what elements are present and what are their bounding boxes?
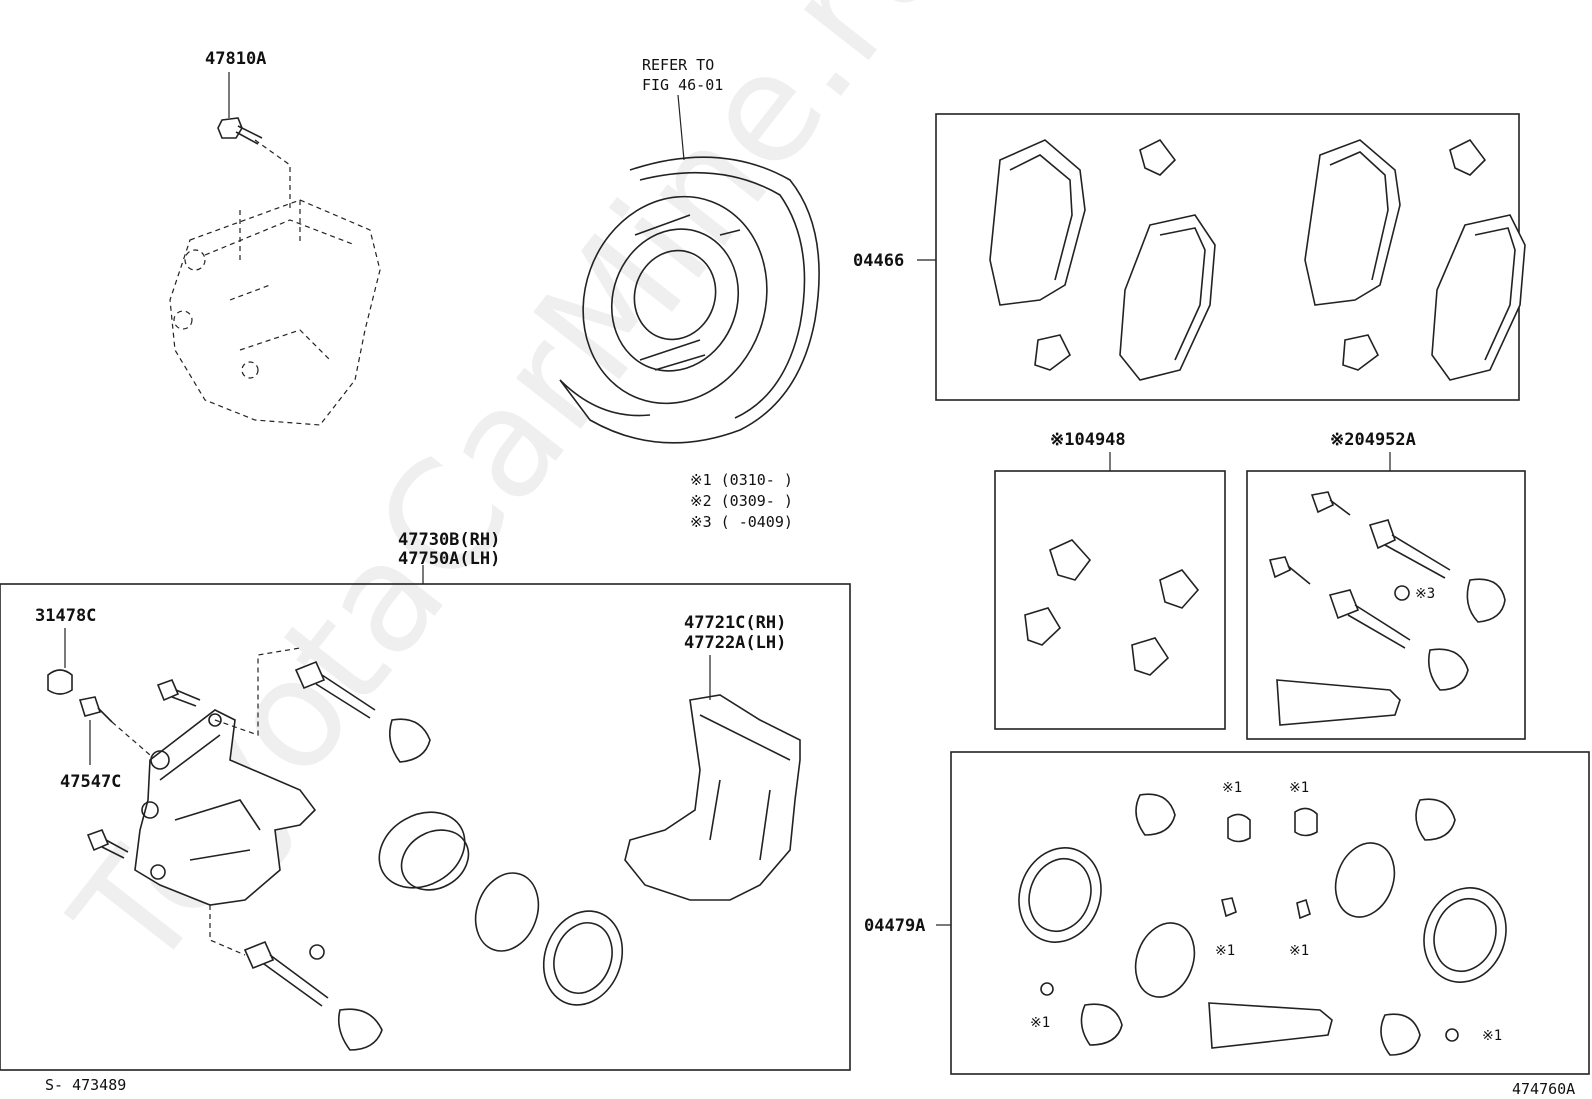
caliper-bracket-drawing [624, 694, 801, 901]
seal-kit-box [950, 751, 1590, 1075]
caliper-assembly-box [0, 583, 851, 1071]
clip-kit-box [994, 470, 1226, 730]
note-2: ※2 (0309- ) [690, 492, 793, 510]
label-star1-e: ※1 [1030, 1015, 1050, 1031]
refer-text-line1: REFER TO [642, 56, 714, 74]
footer-left-code: S- 473489 [45, 1076, 126, 1094]
pins-drawing [1268, 491, 1506, 726]
pin-kit-box [1246, 470, 1526, 740]
label-47750a: 47750A(LH) [398, 549, 500, 569]
label-47721c: 47721C(RH) [684, 613, 786, 633]
bolt-47810a [217, 117, 263, 145]
note-3: ※3 ( -0409) [690, 513, 793, 531]
label-star1-d: ※1 [1289, 943, 1309, 959]
label-47810a: 47810A [205, 49, 266, 69]
label-04479a: 04479A [864, 916, 925, 936]
label-star1-b: ※1 [1289, 780, 1309, 796]
leader-refer [677, 94, 685, 161]
label-47547c: 47547C [60, 772, 121, 792]
label-star1-f: ※1 [1482, 1028, 1502, 1044]
note-1: ※1 (0310- ) [690, 471, 793, 489]
slide-pins-drawing [243, 660, 431, 1051]
caliper-body-drawing [111, 647, 317, 956]
bleeder-47547c [78, 696, 113, 723]
piston-seals-drawing [378, 811, 624, 1006]
label-47722a: 47722A(LH) [684, 633, 786, 653]
label-04466: 04466 [853, 251, 904, 271]
label-31478c: 31478C [35, 606, 96, 626]
backing-plate-drawing [559, 156, 820, 444]
cap-31478c [47, 669, 73, 695]
label-star1-a: ※1 [1222, 780, 1242, 796]
clips-drawing [1024, 539, 1200, 676]
seal-kit-drawing [1018, 793, 1507, 1056]
label-star1-c: ※1 [1215, 943, 1235, 959]
label-star3: ※3 [1415, 586, 1435, 602]
label-104948: ※104948 [1050, 430, 1126, 450]
caliper-bolts-drawing [86, 678, 201, 859]
refer-text-line2: FIG 46-01 [642, 76, 723, 94]
caliper-ghost-drawing [169, 139, 381, 426]
brake-pads-drawing [989, 138, 1526, 381]
label-47730b: 47730B(RH) [398, 530, 500, 550]
footer-right-code: 474760A [1512, 1080, 1575, 1098]
label-204952a: ※204952A [1330, 430, 1416, 450]
